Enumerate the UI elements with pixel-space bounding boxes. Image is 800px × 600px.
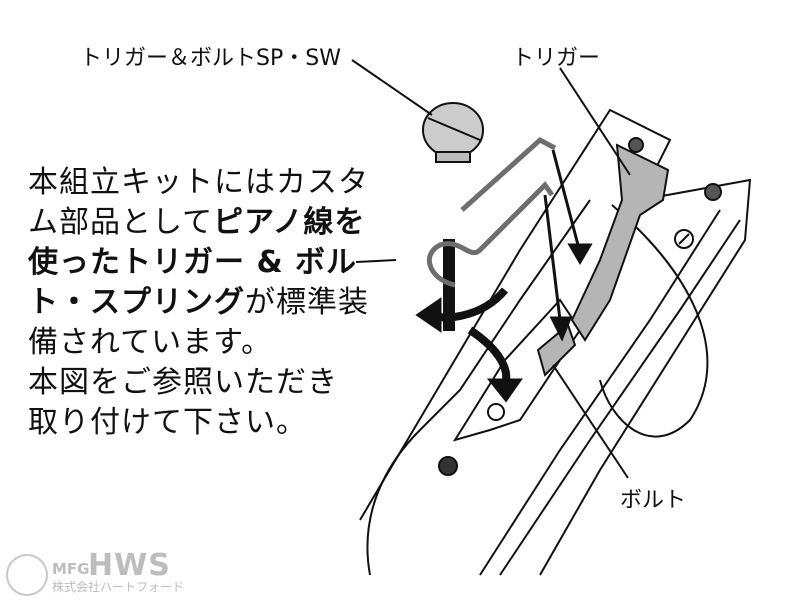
trigger-callout-label: トリガー <box>512 46 601 71</box>
spring-wire <box>426 136 557 288</box>
seal-icon <box>6 554 48 596</box>
desc-line-2-normal: ム部品として <box>28 205 214 240</box>
desc-line-1: 本組立キットにはカスタ <box>28 165 369 200</box>
desc-line-6: 本図をご参照いただき <box>28 365 338 400</box>
desc-line-2: ム部品としてピアノ線を <box>28 203 364 243</box>
desc-line-4: ト・スプリングが標準装 <box>28 283 368 323</box>
desc-line-3: 使ったトリガー & ボル <box>28 245 358 280</box>
desc-line-4-normal: が標準装 <box>245 285 369 320</box>
watermark-logo: MFG HWS 株式会社ハートフォード <box>6 548 184 596</box>
bolt-callout-label: ボルト <box>620 488 687 513</box>
arrows <box>415 149 593 403</box>
leader-lines <box>351 59 631 479</box>
desc-line-5: 備されています。 <box>28 325 273 360</box>
desc-line-4-bold: ト・スプリング <box>28 285 245 320</box>
trigger-part <box>570 143 670 342</box>
watermark-prefix: MFG <box>52 560 90 578</box>
screw-holes <box>438 137 722 476</box>
description-text: 本組立キットにはカスタ ム部品としてピアノ線を 使ったトリガー & ボル ト・ス… <box>28 163 369 443</box>
watermark-brand: HWS <box>88 548 171 583</box>
desc-line-7: 取り付けて下さい。 <box>28 405 307 440</box>
watermark-company: 株式会社ハートフォード <box>52 580 185 594</box>
screw <box>422 102 484 331</box>
spring-callout-label: トリガー＆ボルトSP・SW <box>80 46 341 71</box>
desc-line-2-bold: ピアノ線を <box>213 205 366 240</box>
